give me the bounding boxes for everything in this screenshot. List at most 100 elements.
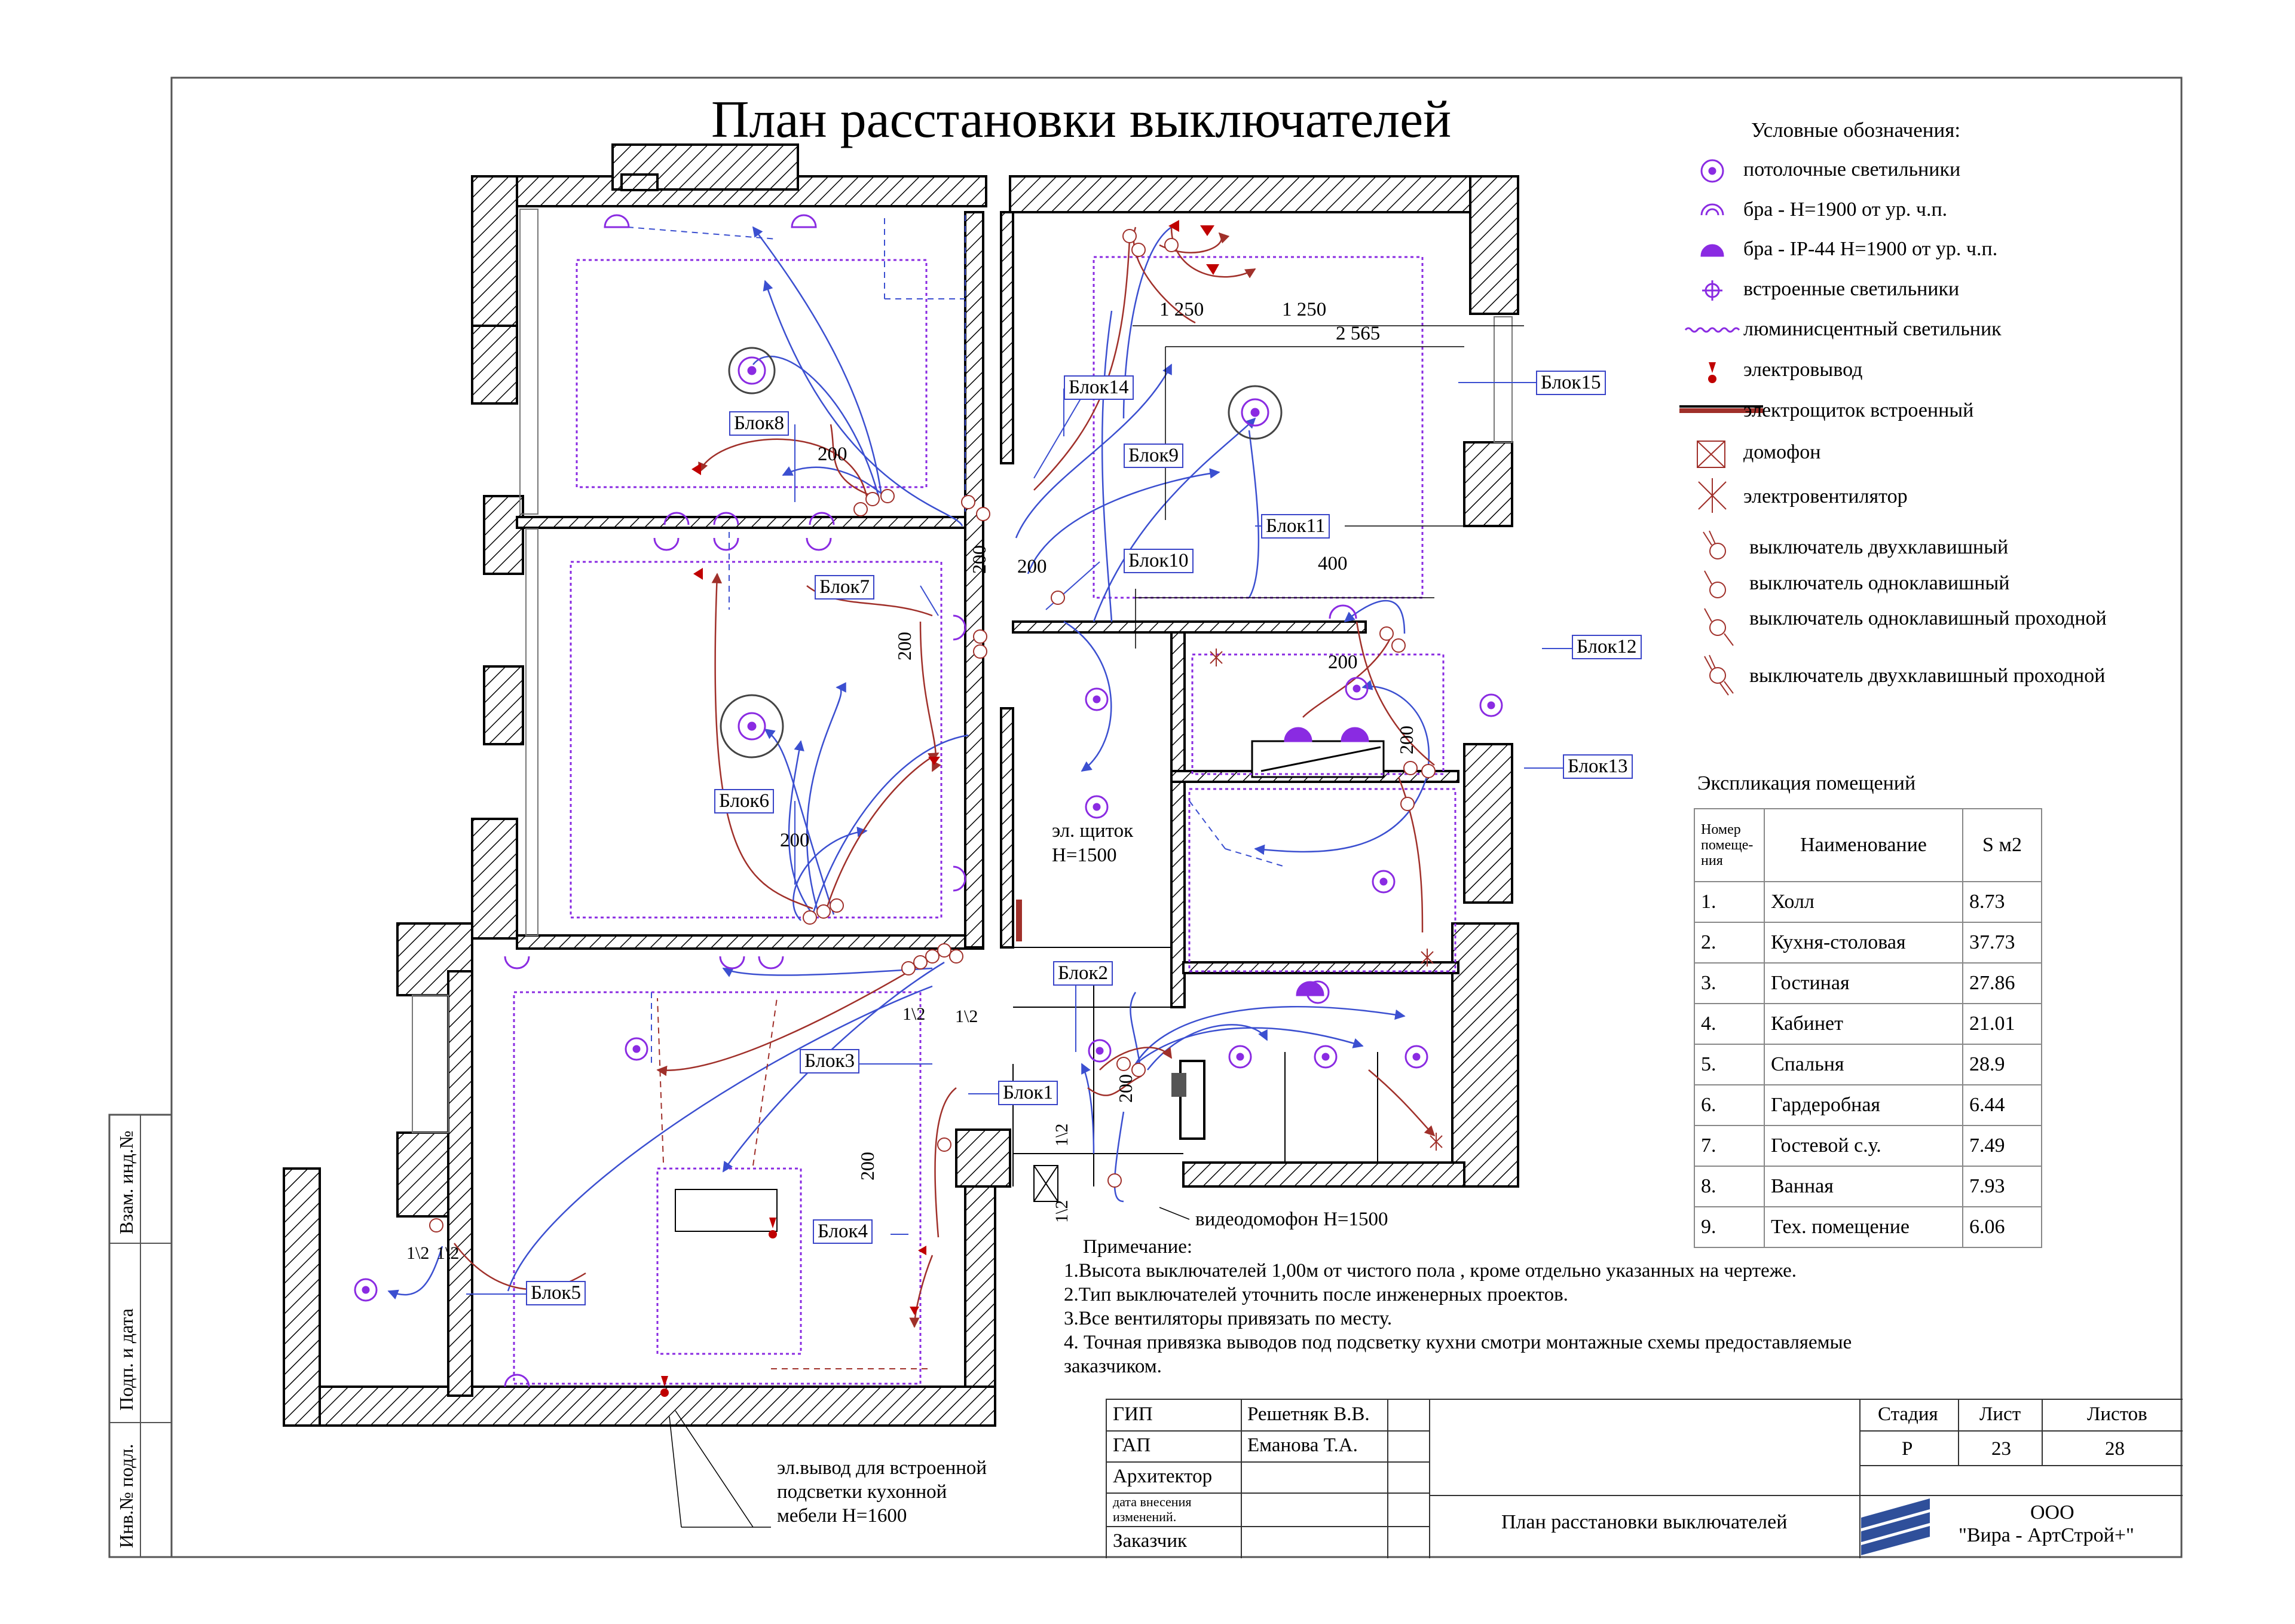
- row-number: 8.: [1694, 1166, 1765, 1207]
- dimension-200: 200: [856, 1152, 878, 1180]
- row-area: 21.01: [1962, 1003, 2042, 1045]
- explication-table: Номер помеще-ния Наименование S м2 1.Хол…: [1694, 808, 2042, 1248]
- stamp-sheet-label: Лист: [1979, 1403, 2021, 1425]
- block-label-1: Блок1: [998, 1081, 1058, 1105]
- dimension-200: 200: [893, 632, 915, 660]
- legend-item-double-passthrough: выключатель двухклавишный проходной: [1749, 665, 2106, 687]
- notes-heading: Примечание:: [1083, 1236, 1193, 1258]
- stamp-architect-label: Архитектор: [1113, 1466, 1213, 1487]
- row-number: 9.: [1694, 1206, 1765, 1248]
- stamp-gip-name: Решетняк В.В.: [1247, 1403, 1370, 1425]
- block-label-3: Блок3: [800, 1049, 860, 1074]
- row-name: Гардеробная: [1764, 1084, 1963, 1126]
- block-label-10: Блок10: [1124, 549, 1194, 573]
- row-number: 7.: [1694, 1125, 1765, 1167]
- double-passthrough-switch-icon: [1704, 655, 1734, 696]
- ceiling-light-icon: [1700, 159, 1724, 183]
- row-area: 7.49: [1962, 1125, 2042, 1167]
- electrical-panel-icon: [1679, 405, 1763, 413]
- stamp-stage-label: Стадия: [1878, 1403, 1938, 1425]
- double-switch-icon: [1703, 530, 1726, 559]
- page-title: План расстановки выключателей: [711, 91, 1452, 149]
- dimension-200: 200: [1328, 652, 1358, 673]
- legend-item-wall-sconce: бра - Н=1900 от ур. ч.п.: [1743, 198, 1948, 221]
- row-number: 2.: [1694, 922, 1765, 964]
- block-label-7: Блок7: [815, 575, 875, 600]
- intercom-icon: [1697, 441, 1725, 468]
- row-area: 37.73: [1962, 922, 2042, 964]
- wall-sconce-icon: [1700, 203, 1724, 216]
- side-label-sign: Подп. и дата: [115, 1308, 137, 1411]
- dimension-half: 1\2: [955, 1007, 978, 1026]
- block-label-4: Блок4: [813, 1219, 873, 1244]
- title-block-grid: [1107, 1400, 2183, 1558]
- block-label-15: Блок15: [1536, 371, 1606, 395]
- row-number: 1.: [1694, 881, 1765, 923]
- explication-heading: Экспликация помещений: [1697, 772, 1916, 794]
- intercom-callout: видеодомофон Н=1500: [1195, 1209, 1388, 1230]
- block-label-11: Блок11: [1261, 514, 1330, 539]
- kitchen-outlet-callout-1: эл.вывод для встроенной: [777, 1457, 987, 1479]
- row-name: Кухня-столовая: [1764, 922, 1963, 964]
- table-row: 7.Гостевой с.у.7.49: [1694, 1125, 2042, 1167]
- note-item: заказчиком.: [1064, 1356, 1162, 1377]
- dimension-half: 1\2: [406, 1243, 430, 1263]
- stamp-sheet-title: План расстановки выключателей: [1501, 1511, 1788, 1533]
- dimension-400: 400: [1318, 553, 1348, 574]
- block-label-14: Блок14: [1064, 375, 1134, 400]
- block-label-6: Блок6: [714, 789, 775, 813]
- legend-item-panel: электрощиток встроенный: [1743, 399, 1974, 421]
- row-name: Гостевой с.у.: [1764, 1125, 1963, 1167]
- note-item: 2.Тип выключателей уточнить после инжене…: [1064, 1284, 1568, 1305]
- wall-sconce-ip44-icon: [1700, 244, 1724, 257]
- side-label-inv: Инв.№ подл.: [115, 1443, 137, 1548]
- dimension-200: 200: [1017, 556, 1047, 577]
- row-name: Спальня: [1764, 1044, 1963, 1085]
- dimension-200: 200: [780, 830, 810, 851]
- stamp-sheets-value: 28: [2105, 1438, 2125, 1460]
- block-label-9: Блок9: [1124, 444, 1184, 468]
- stamp-date-label-2: изменений.: [1113, 1509, 1177, 1524]
- stamp-customer-label: Заказчик: [1113, 1530, 1188, 1552]
- row-number: 4.: [1694, 1003, 1765, 1045]
- dimension-200: 200: [1115, 1074, 1136, 1103]
- col-name: Наименование: [1764, 808, 1963, 882]
- legend-item-single-passthrough: выключатель одноклавишный проходной: [1749, 607, 2107, 629]
- row-area: 7.93: [1962, 1166, 2042, 1207]
- kitchen-outlet-callout-2: подсветки кухонной: [777, 1481, 947, 1503]
- dimension-half: 1\2: [436, 1243, 460, 1263]
- row-name: Гостиная: [1764, 962, 1963, 1004]
- fluorescent-light-icon: [1684, 327, 1740, 333]
- legend-icons: [1679, 159, 1763, 696]
- title-block: ГИП Решетняк В.В. ГАП Еманова Т.А. Архит…: [1106, 1399, 2183, 1558]
- legend-item-fan: электровентилятор: [1743, 485, 1908, 507]
- stamp-gip-label: ГИП: [1113, 1403, 1153, 1425]
- note-item: 1.Высота выключателей 1,00м от чистого п…: [1064, 1260, 1797, 1282]
- dimension-200: 200: [968, 545, 990, 574]
- row-area: 6.06: [1962, 1206, 2042, 1248]
- stamp-stage-value: Р: [1902, 1438, 1913, 1460]
- stamp-org-line-2: "Вира - АртСтрой+": [1959, 1524, 2134, 1546]
- note-item: 3.Все вентиляторы привязать по месту.: [1064, 1308, 1393, 1329]
- stamp-gap-label: ГАП: [1113, 1435, 1151, 1456]
- stamp-gap-name: Еманова Т.А.: [1247, 1435, 1358, 1456]
- side-label-vzam: Взам. инд.№: [115, 1130, 137, 1235]
- dimension-1250b: 1 250: [1282, 299, 1327, 320]
- single-switch-icon: [1704, 570, 1726, 598]
- legend-item-outlet: электровывод: [1743, 359, 1863, 381]
- dimension-200: 200: [818, 444, 847, 465]
- row-name: Холл: [1764, 881, 1963, 923]
- legend-item-single-switch: выключатель одноклавишный: [1749, 572, 2010, 594]
- row-area: 28.9: [1962, 1044, 2042, 1085]
- dimension-1250a: 1 250: [1159, 299, 1204, 320]
- dimension-half: 1\2: [1052, 1200, 1072, 1223]
- row-number: 6.: [1694, 1084, 1765, 1126]
- row-area: 6.44: [1962, 1084, 2042, 1126]
- fan-icon: [1698, 478, 1727, 513]
